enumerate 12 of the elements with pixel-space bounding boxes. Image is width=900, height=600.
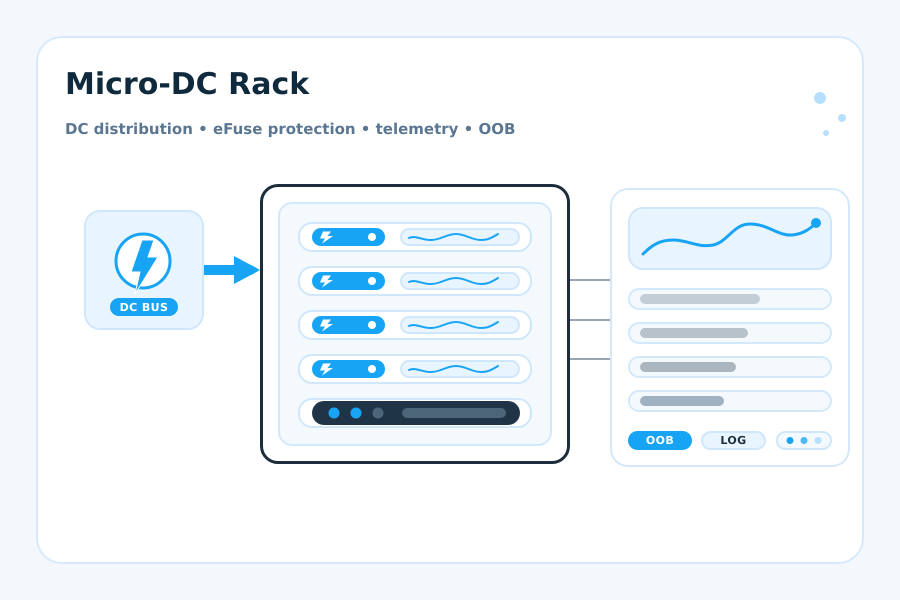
arrow	[204, 256, 260, 284]
connector-line	[570, 319, 610, 321]
oob-tag: OOB	[628, 431, 692, 450]
connector-line	[570, 279, 610, 281]
bus-tag: DC BUS	[110, 298, 178, 316]
monitor-panel	[610, 188, 850, 467]
subtitle: DC distribution • eFuse protection • telemetry • OOB	[65, 119, 516, 139]
log-tag: LOG	[701, 431, 766, 450]
title: Micro-DC Rack	[65, 67, 310, 103]
rack-frame	[260, 184, 570, 464]
power-bus-box	[84, 210, 204, 330]
connector-line	[570, 358, 610, 360]
